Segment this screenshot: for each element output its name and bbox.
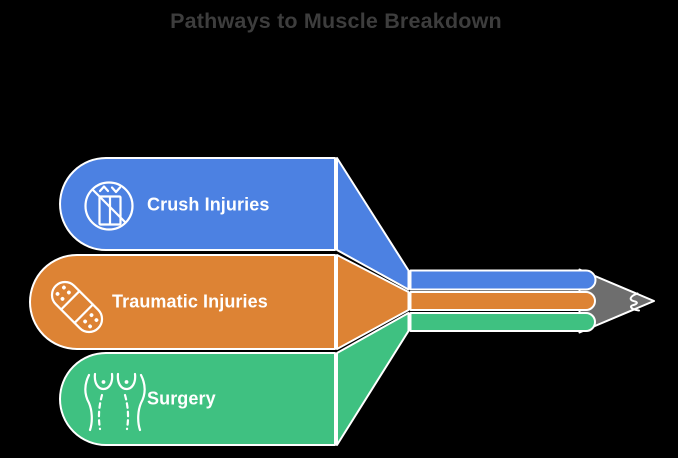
pathway-surgery: Surgery	[59, 312, 596, 446]
prohibition-slash	[91, 188, 127, 224]
pathway-funnel	[336, 157, 410, 291]
chevron-down-icon	[110, 186, 122, 194]
torso-surgery-icon	[84, 372, 146, 432]
page-title: Pathways to Muscle Breakdown	[170, 9, 502, 33]
pencil-stripe	[409, 291, 596, 311]
pencil-stripe	[409, 312, 596, 332]
pencil-stripe	[409, 269, 597, 291]
pathway-pill	[59, 157, 336, 251]
pathway-label: Crush Injuries	[147, 195, 269, 215]
pencil-tip-crack-icon	[629, 292, 640, 312]
crush-no-elevator-icon	[84, 181, 134, 231]
pathway-crush-injuries: Crush Injuries	[59, 157, 597, 291]
chevron-up-icon	[98, 185, 110, 193]
pathway-funnel	[336, 254, 410, 350]
pathway-traumatic-injuries: Traumatic Injuries	[29, 254, 596, 350]
bandage-icon	[50, 280, 104, 334]
pathway-funnel	[336, 312, 410, 446]
pathway-pill	[29, 254, 336, 350]
pathway-label: Traumatic Injuries	[112, 292, 268, 312]
pathway-label: Surgery	[147, 389, 216, 409]
